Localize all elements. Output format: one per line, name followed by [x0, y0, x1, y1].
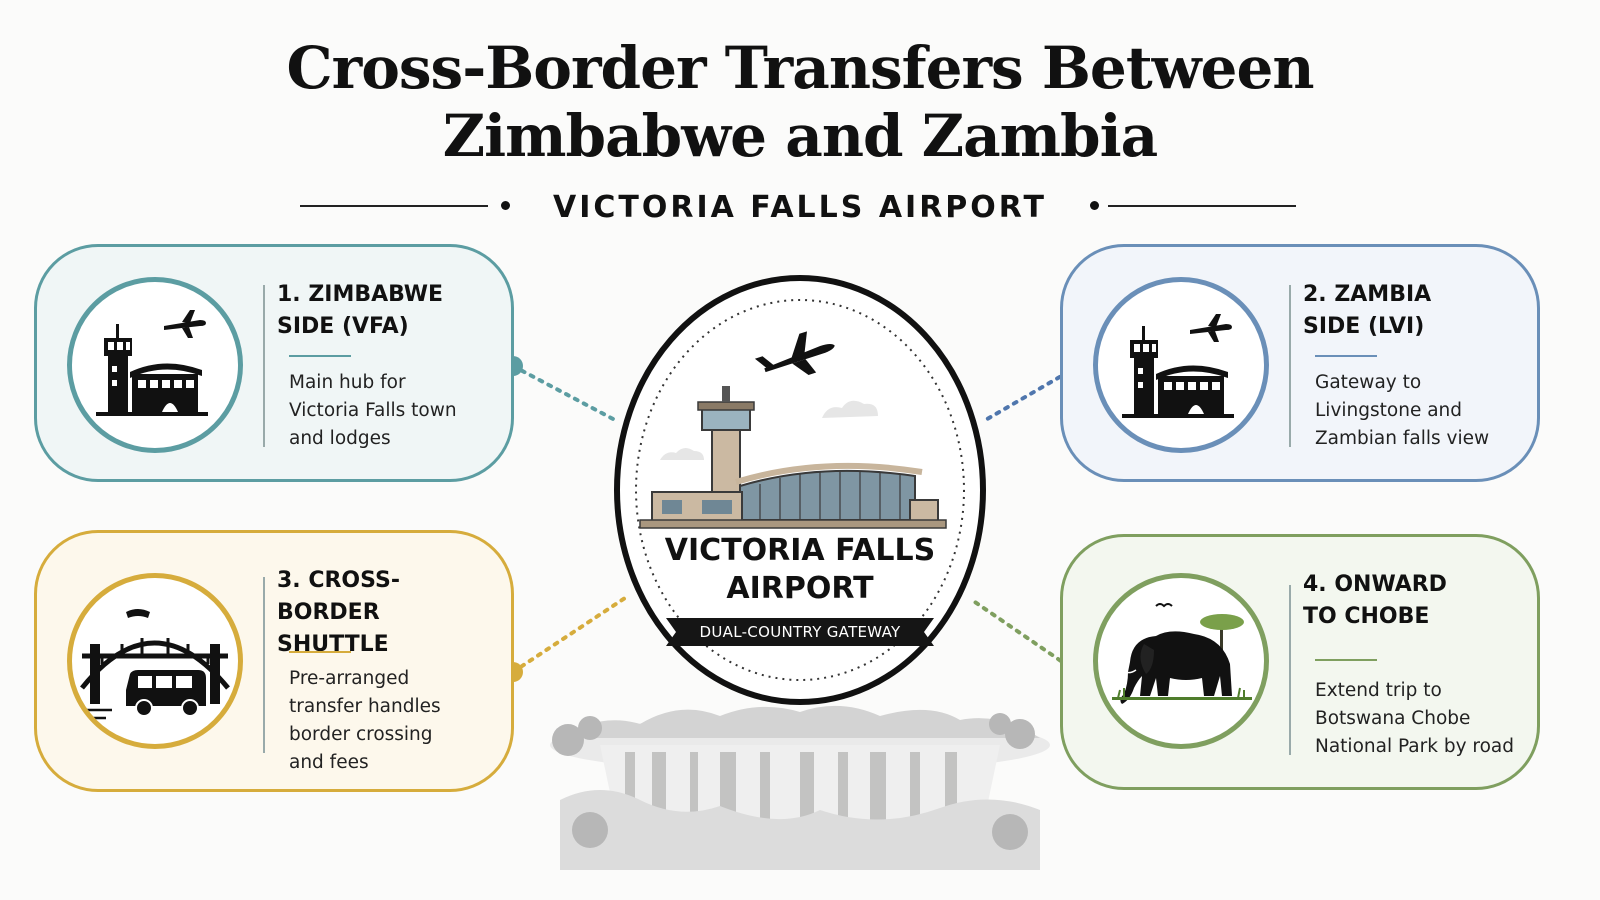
subtitle-dot-left [501, 201, 510, 210]
card-divider [1289, 585, 1291, 755]
center-title: VICTORIA FALLS AIRPORT [664, 533, 936, 606]
card-description: Main hub for Victoria Falls town and lod… [289, 372, 457, 449]
van-icon [126, 670, 206, 717]
card-title-underline [1315, 355, 1377, 357]
connector-zimbabwe [503, 356, 617, 422]
card-description: Pre-arranged transfer handles border cro… [289, 668, 441, 773]
waterfall-illustration [550, 705, 1050, 870]
elephant-icon [1112, 603, 1252, 704]
bridge-van-icon [78, 609, 230, 720]
connector-shuttle [503, 596, 627, 682]
card-title-underline [1315, 659, 1377, 661]
card-onward-to-chobe: 4. ONWARD TO CHOBE Extend trip to Botswa… [1060, 534, 1540, 790]
card-zambia-side: 2. ZAMBIA SIDE (LVI) Gateway to Livingst… [1060, 244, 1540, 482]
subtitle-rule-right [1108, 205, 1296, 207]
center-badge: DUAL-COUNTRY GATEWAY [672, 617, 928, 647]
airport-tower-icon [1122, 314, 1234, 418]
card-medallion [1093, 277, 1269, 453]
subtitle-dot-right [1090, 201, 1099, 210]
acacia-tree-icon [1200, 614, 1244, 662]
card-divider [263, 285, 265, 447]
card-medallion [67, 277, 243, 453]
card-medallion [67, 573, 243, 749]
card-medallion [1093, 573, 1269, 749]
center-badge-ribbon [666, 618, 934, 646]
card-cross-border-shuttle: 3. CROSS-BORDER SHUTTLE Pre-arranged tra… [34, 530, 514, 792]
card-title: 3. CROSS-BORDER SHUTTLE [277, 568, 400, 657]
airport-tower-icon [96, 310, 208, 416]
card-title-underline [289, 651, 351, 653]
card-description: Extend trip to Botswana Chobe National P… [1315, 680, 1515, 757]
card-zimbabwe-side: 1. ZIMBABWE SIDE (VFA) Main hub for Vict… [34, 244, 514, 482]
card-divider [1289, 285, 1291, 447]
card-title-underline [289, 355, 351, 357]
page-title: Cross-Border Transfers Between Zimbabwe … [286, 34, 1314, 170]
card-description: Gateway to Livingstone and Zambian falls… [1315, 372, 1490, 449]
airport-terminal-icon [639, 331, 947, 529]
card-title: 1. ZIMBABWE SIDE (VFA) [277, 282, 444, 339]
card-divider [263, 577, 265, 753]
subtitle: VICTORIA FALLS AIRPORT [552, 190, 1048, 225]
card-title: 2. ZAMBIA SIDE (LVI) [1303, 282, 1432, 339]
subtitle-row: VICTORIA FALLS AIRPORT [0, 186, 1600, 226]
card-title: 4. ONWARD TO CHOBE [1303, 572, 1447, 629]
center-badge-label: DUAL-COUNTRY GATEWAY [699, 623, 901, 641]
subtitle-rule-left [300, 205, 488, 207]
